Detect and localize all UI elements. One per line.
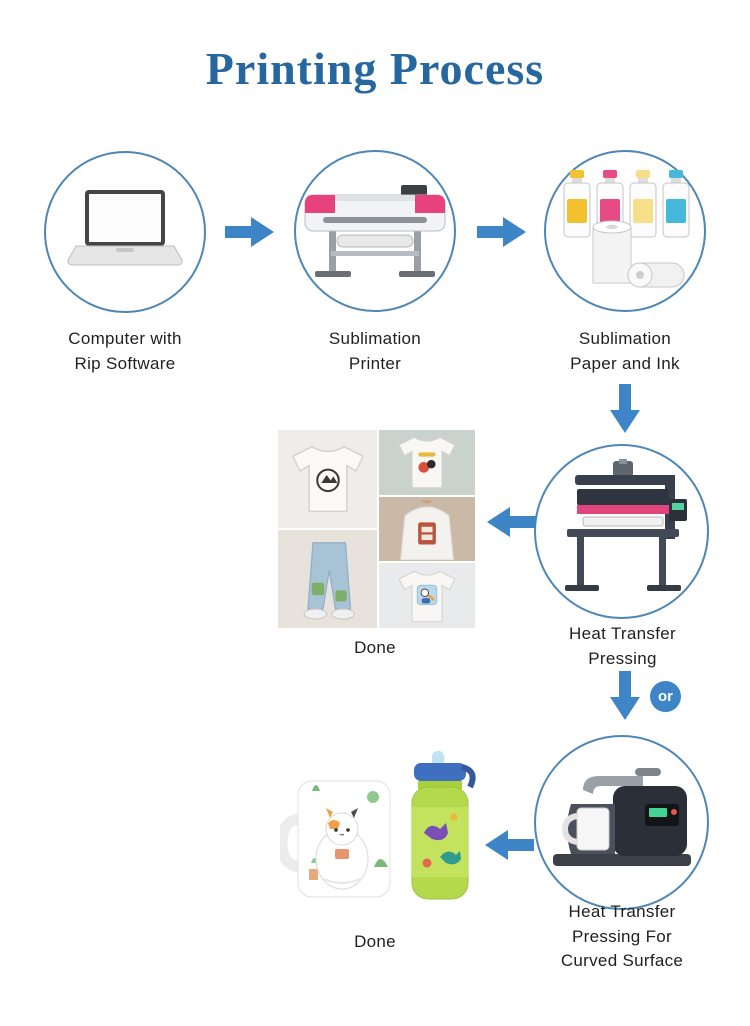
tshirt-mickey-photo [379, 430, 475, 495]
step-printer-circle [294, 150, 456, 312]
tshirt-worn-photo [379, 496, 475, 562]
printer-icon [301, 173, 449, 290]
tshirt-mountain-photo [278, 430, 377, 528]
down-arrow-1 [608, 384, 642, 439]
flow-arrow-right-2 [477, 215, 527, 254]
done-label-flat: Done [354, 638, 396, 657]
collage-left-column [278, 430, 377, 628]
down-arrow-2 [608, 671, 642, 726]
step-ink-circle [544, 150, 706, 312]
left-arrow-2 [484, 828, 534, 867]
cat-mug-icon [276, 767, 402, 914]
step-ink-label: Sublimation Paper and Ink [570, 329, 680, 373]
step-computer-label: Computer with Rip Software [68, 329, 182, 373]
heat-press-icon [547, 459, 697, 604]
step-printer-label: Sublimation Printer [328, 329, 422, 373]
step-mugpress-label: Heat Transfer Pressing For Curved Surfac… [560, 902, 684, 971]
step-heatpress-circle [534, 444, 709, 619]
dino-bottle-photo [398, 751, 482, 910]
done-label-curved: Done [354, 932, 396, 951]
pants-photo [278, 530, 377, 628]
step-mugpress-circle [534, 735, 709, 910]
cat-mug-photo [276, 767, 402, 914]
or-badge: or [650, 681, 681, 712]
dino-bottle-icon [398, 751, 482, 910]
tshirt-collage [278, 430, 475, 629]
laptop-icon [63, 184, 187, 281]
page-title: Printing Process [205, 43, 545, 94]
collage-right-column [379, 430, 475, 629]
flow-arrow-right-1 [225, 215, 275, 254]
mug-press-icon [547, 764, 697, 881]
left-arrow-1 [486, 505, 536, 544]
ink-paper-icon [554, 167, 696, 296]
step-heatpress-label: Heat Transfer Pressing [569, 624, 676, 668]
step-computer-circle [44, 151, 206, 313]
tshirt-duck-photo [379, 563, 475, 629]
